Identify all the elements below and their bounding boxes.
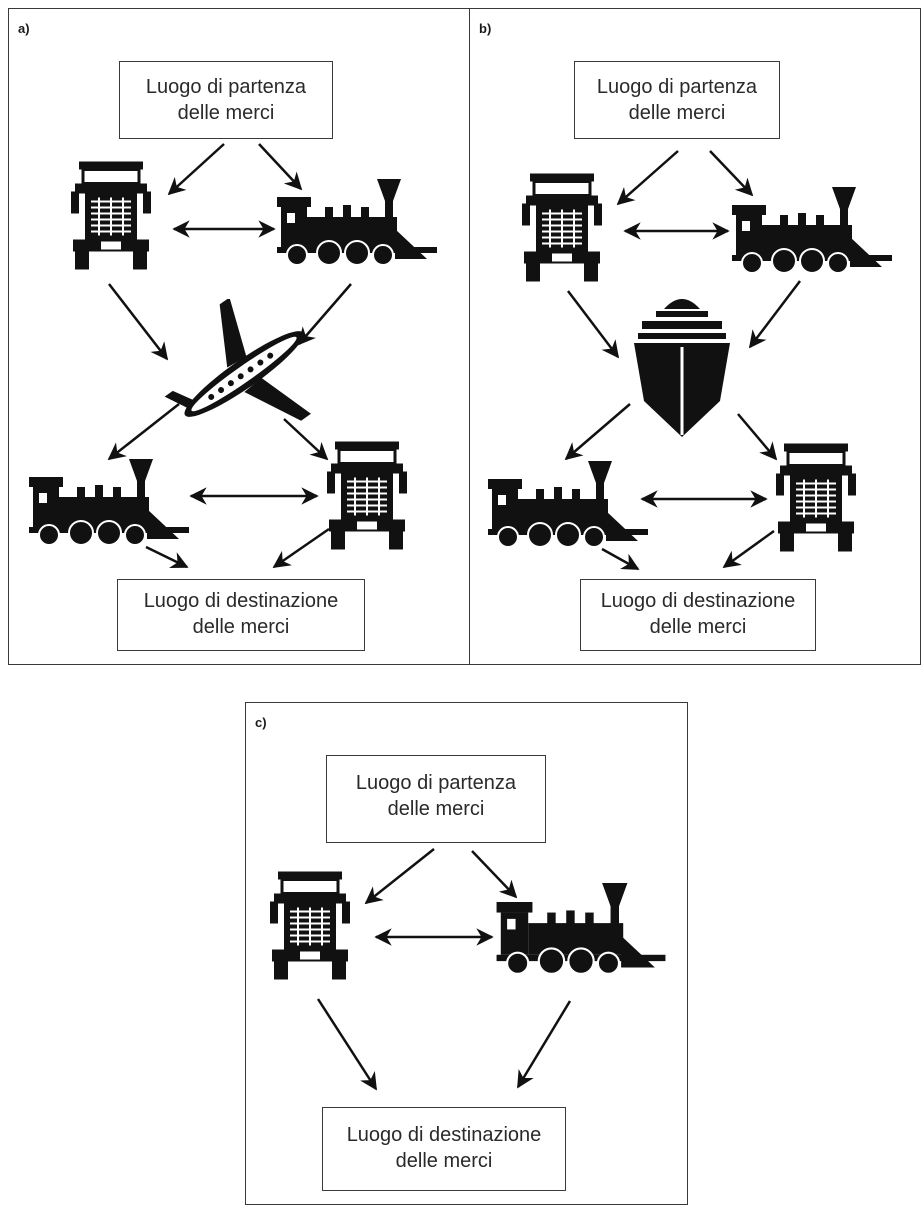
origin-line2: delle merci <box>387 798 485 820</box>
origin-line1: Luogo di partenza <box>596 76 758 98</box>
destination-line1: Luogo di destinazione <box>143 590 339 612</box>
panel-c: c) Luogo di partenza delle merci Luogo d… <box>245 702 688 1205</box>
destination-line1: Luogo di destinazione <box>346 1124 542 1146</box>
destination-line2: delle merci <box>192 616 290 638</box>
origin-line1: Luogo di partenza <box>145 76 307 98</box>
flow-arrows <box>564 150 801 571</box>
origin-line2: delle merci <box>177 102 275 124</box>
panel-label: c) <box>255 715 267 730</box>
destination-box: Luogo di destinazione delle merci <box>117 579 365 651</box>
flow-arrows <box>316 848 572 1091</box>
panel-a: a) Luogo di partenza delle merci Luogo d… <box>8 8 470 665</box>
destination-box: Luogo di destinazione delle merci <box>580 579 816 651</box>
origin-box: Luogo di partenza delle merci <box>326 755 546 843</box>
flow-arrows <box>107 143 352 569</box>
destination-line2: delle merci <box>395 1150 493 1172</box>
origin-line1: Luogo di partenza <box>355 772 517 794</box>
origin-box: Luogo di partenza delle merci <box>119 61 333 139</box>
origin-box: Luogo di partenza delle merci <box>574 61 780 139</box>
panel-b: b) Luogo di partenza delle merci Luogo d… <box>469 8 921 665</box>
panel-label: b) <box>479 21 492 36</box>
destination-box: Luogo di destinazione delle merci <box>322 1107 566 1191</box>
origin-line2: delle merci <box>628 102 726 124</box>
destination-line2: delle merci <box>649 616 747 638</box>
destination-line1: Luogo di destinazione <box>600 590 796 612</box>
panel-label: a) <box>18 21 30 36</box>
